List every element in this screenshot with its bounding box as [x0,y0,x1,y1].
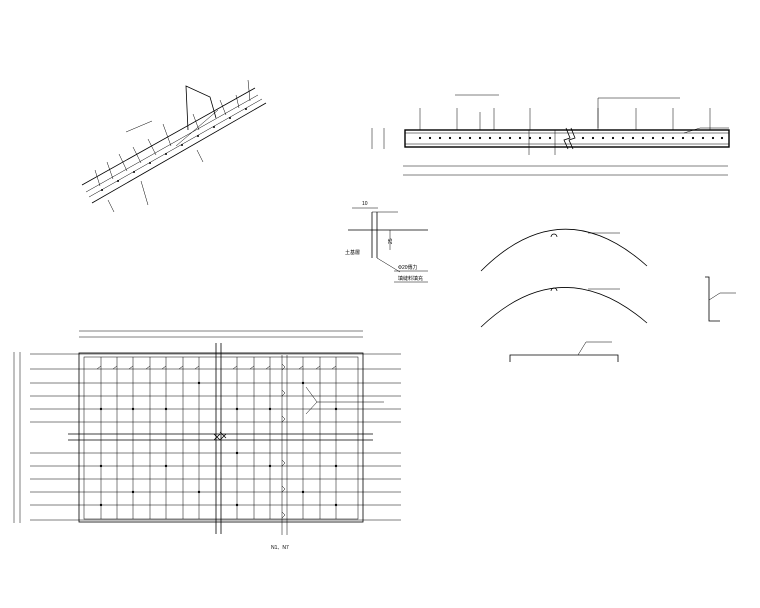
dowel-label: Φ20傳力 [398,264,418,271]
plan-dowel-marks [213,363,286,519]
filler-label: 填縫料填充 [398,275,423,282]
inclined-slab-ticks [94,79,251,213]
plan-caption: N1、N7 [271,545,289,551]
slab-section-bars [418,136,724,140]
plan-bar-dots [99,381,338,507]
layer-label: 土基層 [345,249,360,256]
plan-vertical-bars [100,357,337,519]
reinforcement-plan: N1、N7 [13,330,401,551]
joint-detail: 10 25 土基層 Φ20傳力 填縫料填充 [345,201,428,283]
plan-horizontal-bars [30,353,401,521]
slab-section-detail [371,94,730,176]
inclined-slab-detail [81,79,267,213]
dim-side-label: 25 [388,238,394,244]
plan-hooks [96,365,337,370]
slab-section-ticks [419,108,711,130]
inclined-slab-bars [101,108,247,191]
arch-bar-details [480,228,736,362]
dim-top-label: 10 [362,201,368,207]
